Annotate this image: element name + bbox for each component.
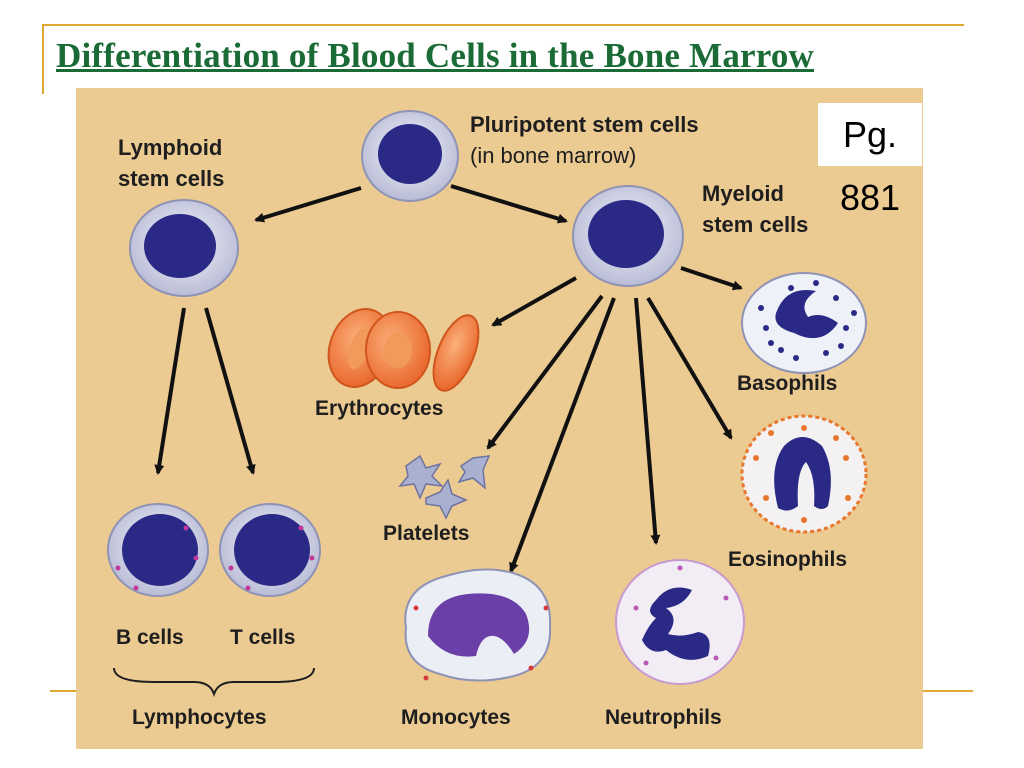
- arrow-to-b-cells: [154, 307, 186, 475]
- arrow-to-erythrocytes: [491, 276, 577, 327]
- erythrocytes-cells: [327, 308, 480, 392]
- arrow-to-myeloid: [450, 184, 568, 224]
- arrow-to-monocytes: [509, 297, 616, 573]
- lymphocytes-brace: [113, 667, 315, 698]
- arrow-to-neutrophils: [634, 297, 661, 545]
- b-cells-label: B cells: [116, 626, 184, 649]
- pluripotent-label: Pluripotent stem cells (in bone marrow): [470, 109, 699, 171]
- platelets-label: Platelets: [383, 522, 470, 545]
- neutrophils-label: Neutrophils: [605, 706, 722, 729]
- top-accent-line: [42, 24, 964, 26]
- eosinophils-label: Eosinophils: [728, 548, 848, 571]
- bottom-accent-line-left: [50, 690, 76, 692]
- erythrocytes-label: Erythrocytes: [315, 397, 444, 420]
- monocytes-label: Monocytes: [401, 706, 511, 729]
- platelets-cells: [398, 454, 491, 520]
- lymphoid-label: Lymphoid stem cells: [118, 132, 224, 194]
- bottom-accent-line-right: [923, 690, 973, 692]
- arrow-to-eosinophils: [646, 296, 733, 440]
- monocyte-cell: [404, 568, 552, 682]
- lymphocytes-label: Lymphocytes: [132, 706, 267, 729]
- arrow-to-lymphoid: [254, 186, 362, 223]
- pluripotent-stem-cell: [361, 110, 459, 202]
- lymphoid-label-line1: Lymphoid: [118, 135, 223, 160]
- myeloid-label: Myeloid stem cells: [702, 178, 808, 240]
- myeloid-label-line1: Myeloid: [702, 181, 784, 206]
- pluripotent-label-line1: Pluripotent stem cells: [470, 112, 699, 137]
- basophils-label: Basophils: [737, 372, 838, 395]
- myeloid-stem-cell: [572, 185, 684, 287]
- left-accent-line: [42, 24, 44, 94]
- t-cell: [219, 503, 321, 597]
- neutrophil-cell: [615, 559, 745, 685]
- arrow-to-basophils: [680, 266, 743, 291]
- diagram-drawing: [107, 110, 868, 698]
- page-reference-label: Pg. 881: [818, 103, 922, 218]
- pluripotent-label-line2: (in bone marrow): [470, 143, 637, 168]
- lymphoid-stem-cell: [129, 199, 239, 297]
- b-cell: [107, 503, 209, 597]
- lymphoid-label-line2: stem cells: [118, 166, 225, 191]
- differentiation-arrows: [154, 184, 743, 573]
- myeloid-label-line2: stem cells: [702, 212, 809, 237]
- eosinophil-cell: [740, 414, 868, 534]
- blood-cell-differentiation-diagram: Pluripotent stem cells (in bone marrow) …: [76, 88, 923, 749]
- basophil-cell: [741, 272, 867, 374]
- t-cells-label: T cells: [230, 626, 296, 649]
- arrow-to-platelets: [486, 294, 604, 450]
- arrow-to-t-cells: [204, 307, 256, 475]
- slide-title: Differentiation of Blood Cells in the Bo…: [56, 36, 815, 75]
